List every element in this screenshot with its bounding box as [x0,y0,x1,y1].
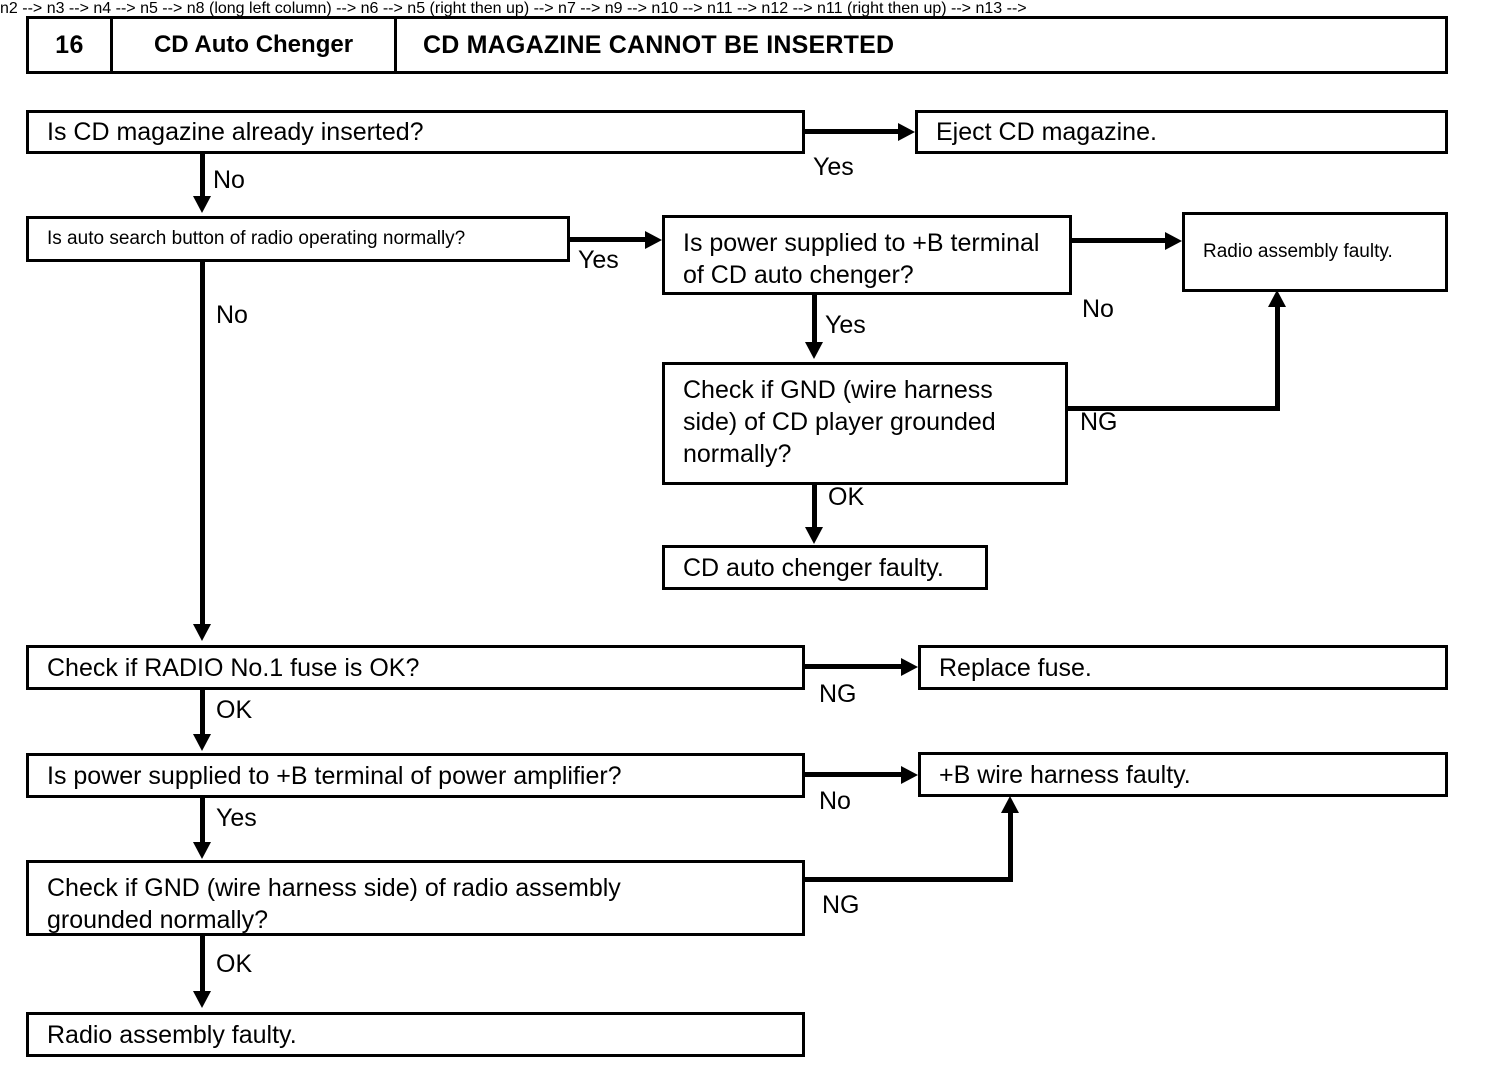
edge-ng-radio-faulty-arrowhead [1268,290,1286,307]
edge-label-ng-2: NG [819,680,857,708]
edge-label-yes-1: Yes [813,153,854,181]
node-label: Is auto search button of radio operating… [47,227,466,249]
node-label: Radio assembly faulty. [1203,240,1393,262]
edge-ng-radio-faulty-horizontal [1068,406,1280,411]
edge-yes-eject-arrowhead [898,123,915,141]
edge-label-yes-2: Yes [578,246,619,274]
node-label: Check if GND (wire harness side) of radi… [47,874,621,934]
edge-ng-wire-harness-vertical [1008,812,1013,877]
edge-no-autosearch-line [200,154,205,201]
edge-yes-gnd-radio-line [200,798,205,846]
edge-yes-power-arrowhead [645,231,662,249]
edge-ng-replace-fuse-line [805,664,903,669]
edge-yes-eject-line [805,129,900,134]
node-label: CD auto chenger faulty. [683,553,944,582]
edge-yes-gnd-line [812,295,817,345]
edge-yes-gnd-radio-arrowhead [193,842,211,859]
node-label: +B wire harness faulty. [939,760,1191,789]
node-radio-assembly-faulty-lower[interactable]: Radio assembly faulty. [26,1012,805,1057]
node-check-gnd-radio-assembly[interactable]: Check if GND (wire harness side) of radi… [26,860,805,936]
node-is-power-supplied-b-terminal-cd-changer[interactable]: Is power supplied to +B terminal of CD a… [662,215,1072,295]
edge-ng-wire-harness-horizontal [805,877,1013,882]
edge-no-radio-faulty-arrowhead [1165,232,1182,250]
edge-ng-wire-harness-arrowhead [1001,796,1019,813]
edge-label-yes-3: Yes [825,311,866,339]
edge-label-yes-4: Yes [216,804,257,832]
edge-no-fuse-line [200,262,205,628]
edge-yes-gnd-arrowhead [805,342,823,359]
edge-no-radio-faulty-line [1072,238,1167,243]
edge-label-no-1: No [213,166,245,194]
node-label: Check if RADIO No.1 fuse is OK? [47,653,420,682]
edge-ok-power-amp-line [200,690,205,738]
edge-ok-radio-faulty-line [200,936,205,994]
edge-no-fuse-arrowhead [193,624,211,641]
node-label: Radio assembly faulty. [47,1020,297,1049]
header-number-cell: 16 [29,19,113,71]
node-radio-assembly-faulty-upper[interactable]: Radio assembly faulty. [1182,212,1448,292]
edge-ok-power-amp-arrowhead [193,734,211,751]
edge-ng-replace-fuse-arrowhead [901,658,918,676]
edge-label-ok-1: OK [828,483,865,511]
node-is-auto-search-button-normal[interactable]: Is auto search button of radio operating… [26,216,570,262]
edge-label-no-3: No [216,301,248,329]
edge-label-ng-3: NG [822,891,860,919]
node-check-radio-no1-fuse[interactable]: Check if RADIO No.1 fuse is OK? [26,645,805,690]
node-label: Is power supplied to +B terminal of CD a… [683,229,1040,289]
node-check-gnd-cd-player[interactable]: Check if GND (wire harness side) of CD p… [662,362,1068,485]
node-label: Is CD magazine already inserted? [47,118,424,146]
node-label: Check if GND (wire harness side) of CD p… [683,376,996,468]
edge-label-ok-2: OK [216,696,253,724]
edge-ok-radio-faulty-arrowhead [193,991,211,1008]
header-title-cell: CD MAGAZINE CANNOT BE INSERTED [423,30,895,59]
node-is-power-supplied-power-amplifier[interactable]: Is power supplied to +B terminal of powe… [26,753,805,798]
node-label: Is power supplied to +B terminal of powe… [47,761,622,790]
node-eject-cd-magazine[interactable]: Eject CD magazine. [915,110,1448,154]
header-table: 16 CD Auto Chenger CD MAGAZINE CANNOT BE… [26,16,1448,74]
node-label: Replace fuse. [939,653,1092,682]
header-system-cell: CD Auto Chenger [113,19,397,71]
edge-label-no-2: No [1082,295,1114,323]
edge-no-wire-harness-arrowhead [901,766,918,784]
node-replace-fuse[interactable]: Replace fuse. [918,645,1448,690]
edge-ok-cd-changer-faulty-line [812,485,817,530]
edge-label-ng-1: NG [1080,408,1118,436]
edge-label-no-4: No [819,787,851,815]
edge-no-autosearch-arrowhead [193,196,211,213]
node-cd-auto-chenger-faulty[interactable]: CD auto chenger faulty. [662,545,988,590]
edge-yes-power-line [570,237,648,242]
node-is-cd-magazine-already-inserted[interactable]: Is CD magazine already inserted? [26,110,805,154]
edge-no-wire-harness-line [805,772,903,777]
edge-ok-cd-changer-faulty-arrowhead [805,527,823,544]
edge-label-ok-3: OK [216,950,253,978]
node-b-wire-harness-faulty[interactable]: +B wire harness faulty. [918,752,1448,797]
edge-ng-radio-faulty-vertical [1275,305,1280,406]
node-label: Eject CD magazine. [936,118,1157,146]
